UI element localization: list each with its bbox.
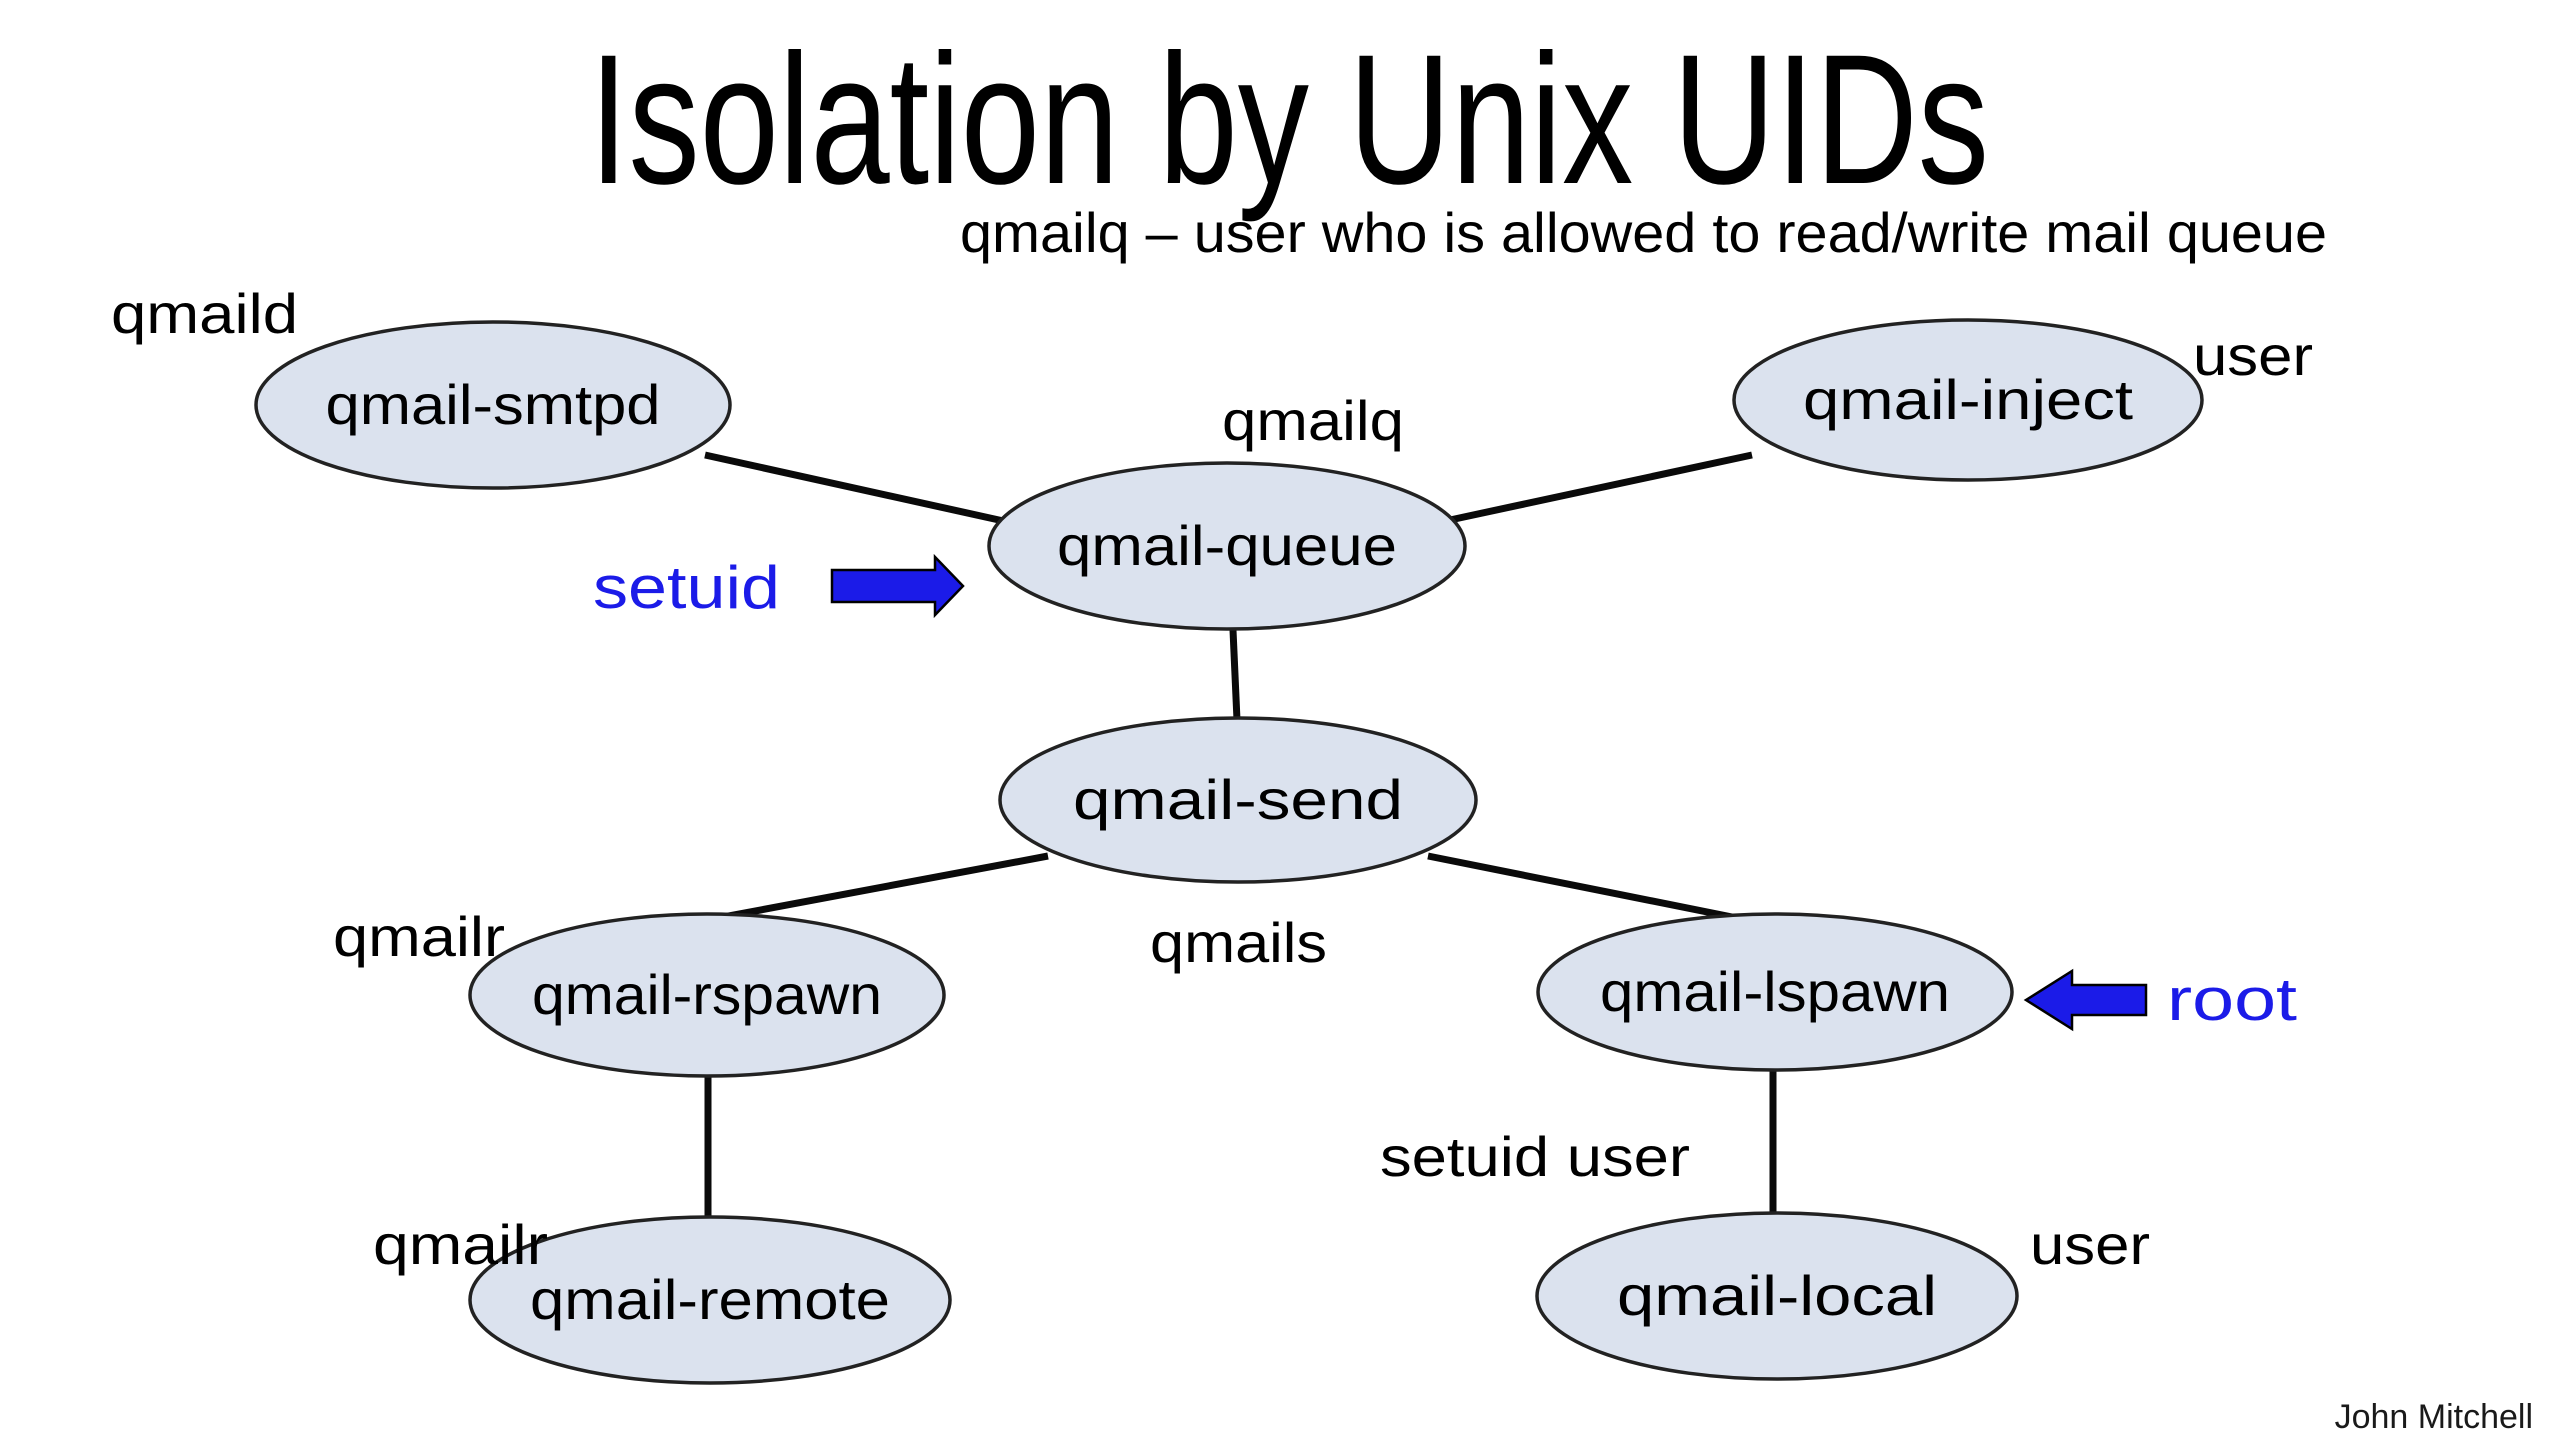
node-label: qmail-smtpd xyxy=(326,373,661,436)
uid-labels: qmaild user qmailq qmailr qmails setuid … xyxy=(111,282,2313,1276)
root-label: root xyxy=(2167,966,2297,1033)
node-qmail-local: qmail-local xyxy=(1535,1211,2019,1381)
edge-queue-send xyxy=(1229,629,1241,721)
credit-label: John Mitchell xyxy=(2335,1398,2533,1436)
node-ellipse xyxy=(998,716,1478,884)
uid-label-qmails: qmails xyxy=(1150,911,1327,974)
node-ellipse xyxy=(254,320,732,490)
uid-label-user-bottom: user xyxy=(2030,1213,2150,1276)
edge-smtpd-queue xyxy=(704,451,1009,526)
slide-subtitle: qmailq – user who is allowed to read/wri… xyxy=(960,201,2327,264)
uid-label-qmailq: qmailq xyxy=(1222,389,1404,452)
node-qmail-rspawn: qmail-rspawn xyxy=(468,912,946,1078)
nodes: qmail-smtpd qmail-inject qmail-queue qma… xyxy=(254,318,2204,1385)
slide-title: Isolation by Unix UIDs xyxy=(589,17,1989,223)
edge-send-lspawn xyxy=(1427,852,1758,926)
node-ellipse xyxy=(1732,318,2204,482)
node-ellipse xyxy=(987,461,1467,631)
uid-label-setuid-user: setuid user xyxy=(1380,1125,1690,1188)
node-qmail-lspawn: qmail-lspawn xyxy=(1536,912,2014,1072)
title-block: Isolation by Unix UIDs qmailq – user who… xyxy=(589,17,2327,264)
node-qmail-send: qmail-send xyxy=(998,716,1478,884)
node-label: qmail-rspawn xyxy=(532,963,882,1026)
annotations: setuid root xyxy=(593,553,2297,1033)
node-label: qmail-local xyxy=(1617,1264,1937,1327)
node-ellipse xyxy=(1536,912,2014,1072)
node-label: qmail-send xyxy=(1073,768,1403,831)
node-label: qmail-remote xyxy=(530,1268,890,1331)
uid-label-qmailr-upper: qmailr xyxy=(333,905,505,968)
node-qmail-queue: qmail-queue xyxy=(987,461,1467,631)
node-ellipse xyxy=(468,912,946,1078)
node-qmail-inject: qmail-inject xyxy=(1732,318,2204,482)
node-label: qmail-lspawn xyxy=(1600,960,1950,1023)
node-qmail-remote: qmail-remote xyxy=(468,1215,952,1385)
setuid-label: setuid xyxy=(593,554,780,621)
uid-label-qmaild: qmaild xyxy=(111,282,298,345)
node-ellipse xyxy=(468,1215,952,1385)
node-label: qmail-queue xyxy=(1057,514,1397,577)
uid-label-user-top: user xyxy=(2193,324,2313,387)
uid-label-qmailr-lower: qmailr xyxy=(373,1213,548,1276)
edges xyxy=(704,451,1777,1218)
right-arrow-icon xyxy=(830,553,965,619)
left-arrow-icon xyxy=(2023,968,2148,1032)
node-qmail-smtpd: qmail-smtpd xyxy=(254,320,732,490)
node-ellipse xyxy=(1535,1211,2019,1381)
node-label: qmail-inject xyxy=(1803,368,2134,431)
edge-inject-queue xyxy=(1449,451,1753,524)
edge-send-rspawn xyxy=(717,852,1049,922)
